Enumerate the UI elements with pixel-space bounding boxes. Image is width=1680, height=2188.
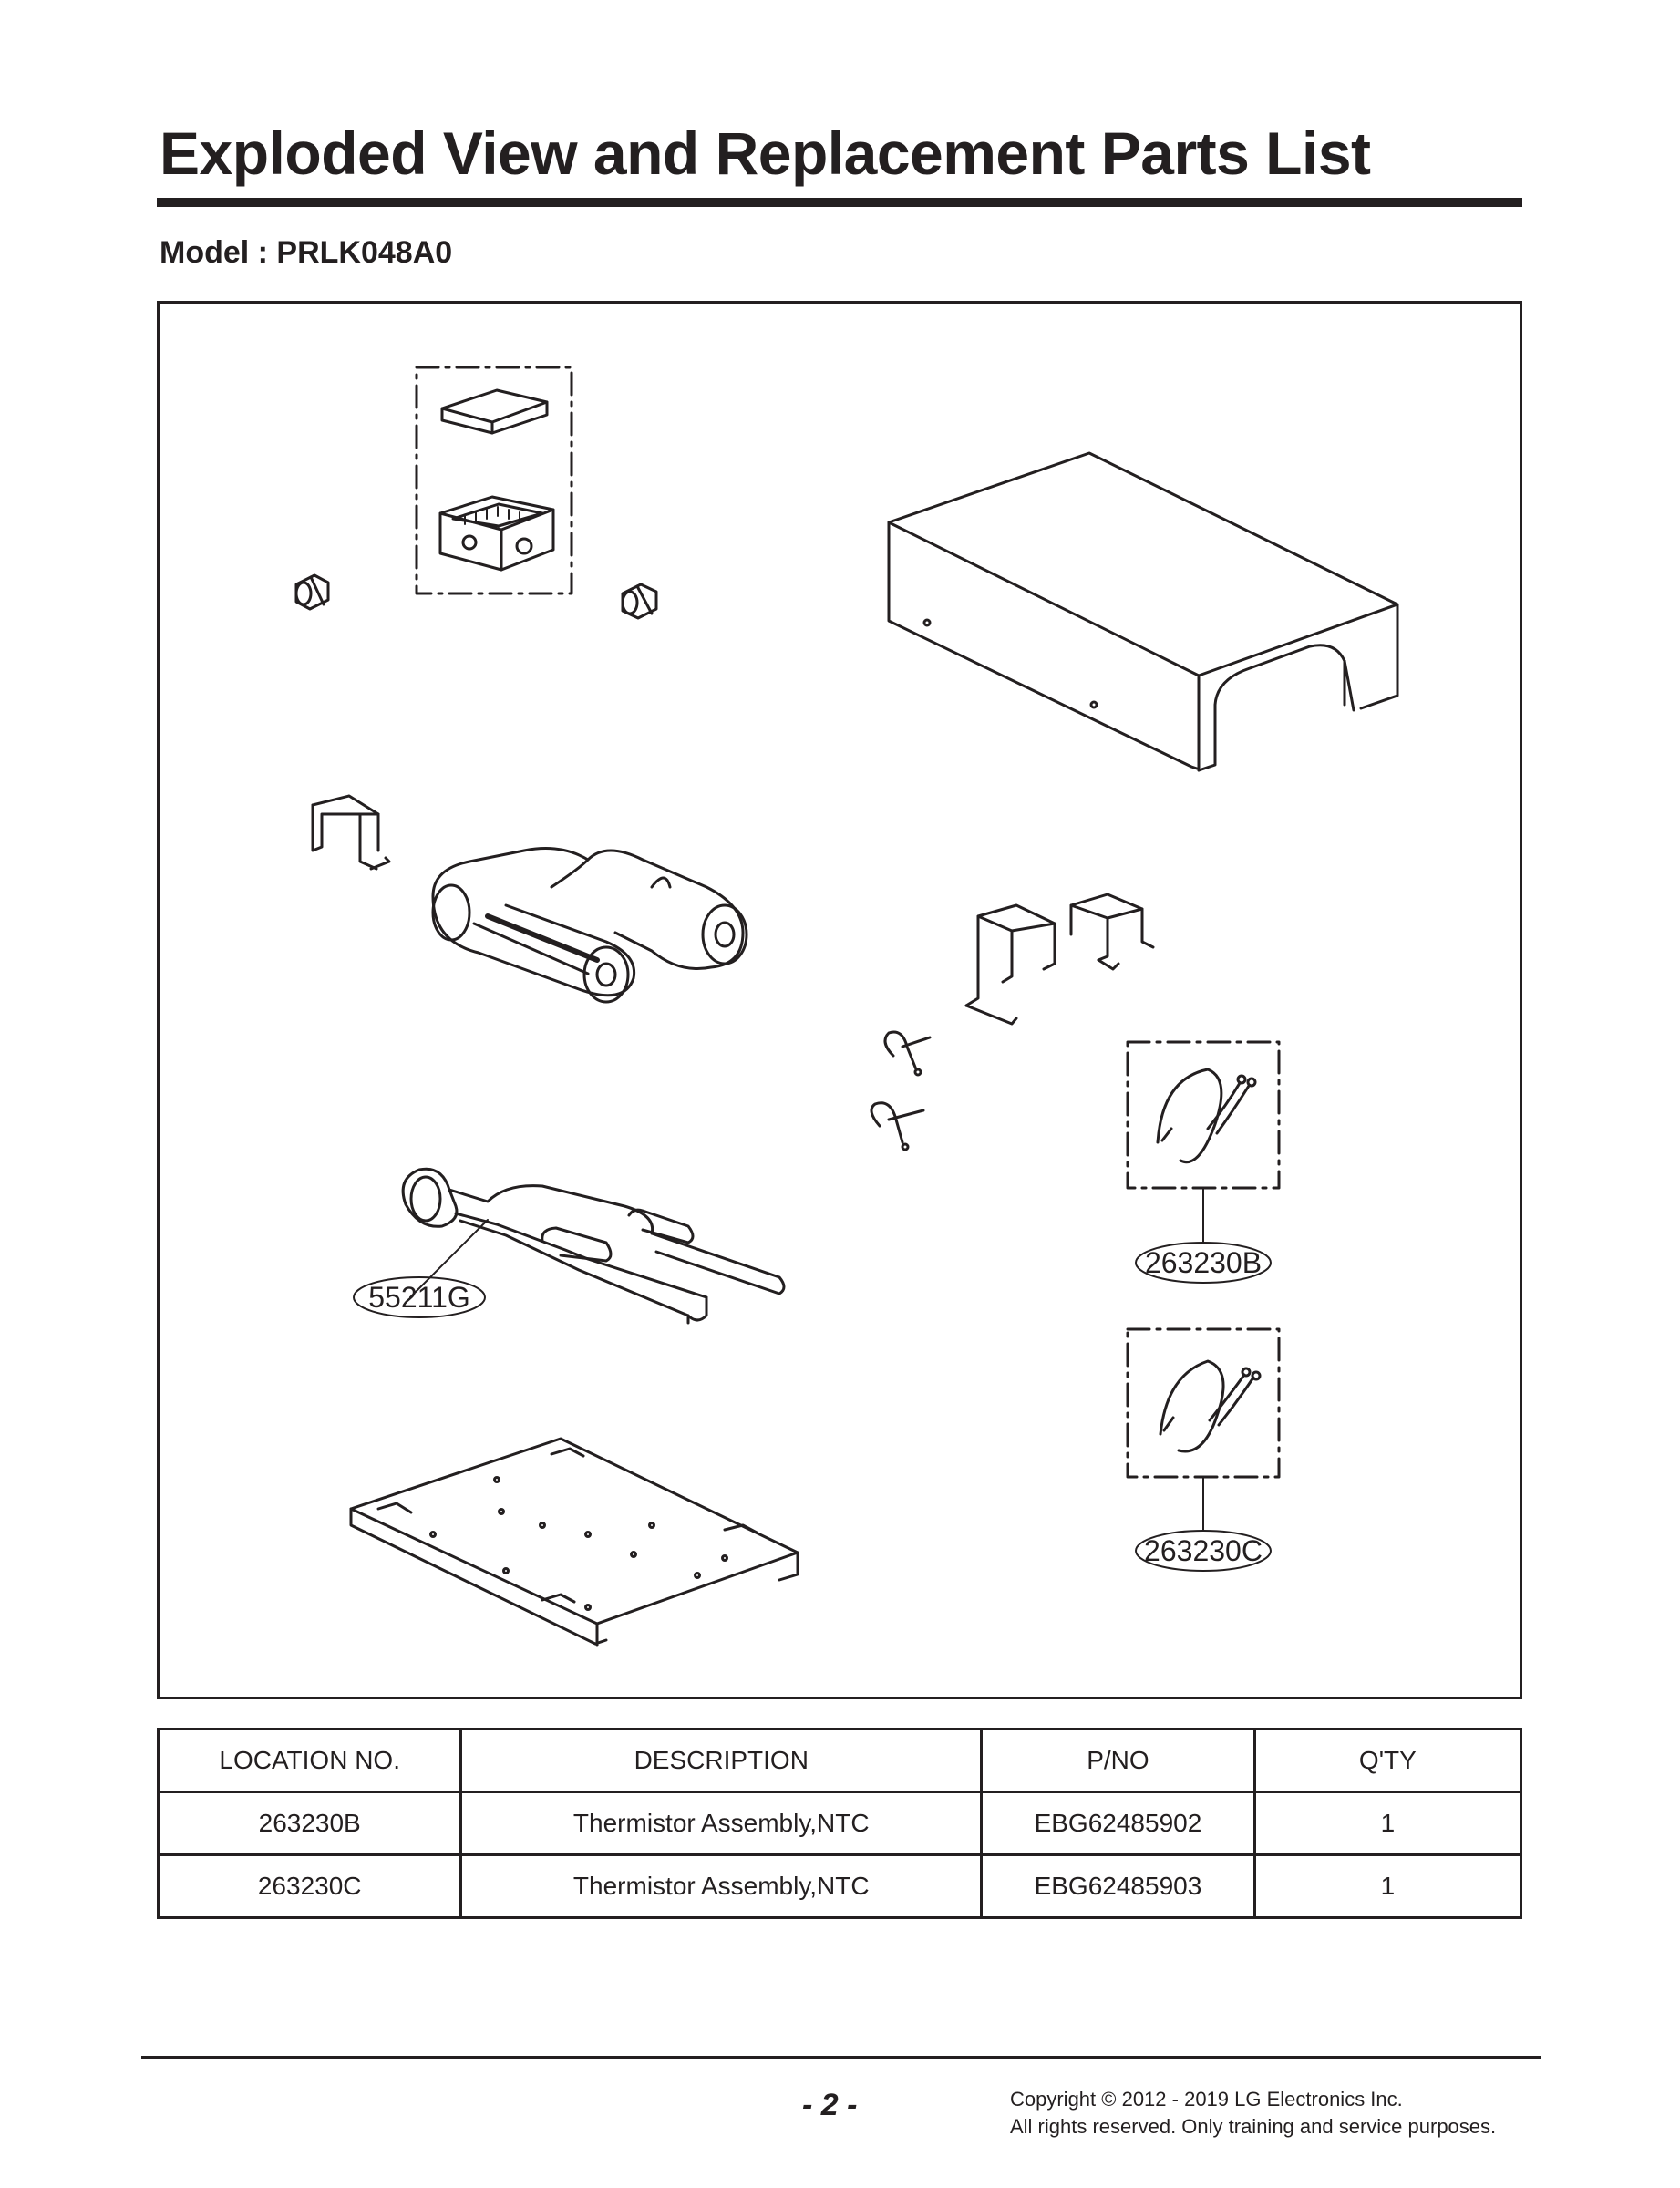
table-cell: Thermistor Assembly,NTC: [459, 1853, 984, 1919]
bracket-left: [311, 794, 391, 871]
table-cell: 263230C: [156, 1853, 463, 1919]
table-cell: 263230B: [156, 1791, 463, 1856]
bracket-right-2: [1069, 893, 1155, 971]
title-underline: [157, 198, 1522, 207]
parts-list-table: LOCATION NO. DESCRIPTION P/NO Q'TY 26323…: [156, 1728, 1523, 1919]
table-cell: EBG62485903: [980, 1853, 1256, 1919]
table-cell: 1: [1252, 1791, 1523, 1856]
column-header: Q'TY: [1252, 1728, 1523, 1793]
base-plate: [349, 1437, 799, 1647]
cable-gland-right: [621, 583, 658, 620]
table-cell: 1: [1252, 1853, 1523, 1919]
rights-line: All rights reserved. Only training and s…: [1010, 2115, 1497, 2138]
cover-panel: [887, 451, 1399, 772]
column-header: LOCATION NO.: [156, 1728, 463, 1793]
cable-gland-left: [294, 573, 330, 611]
cable-tie-2: [870, 1101, 925, 1151]
table-row: 263230C Thermistor Assembly,NTC EBG62485…: [156, 1853, 1523, 1919]
model-label: Model : PRLK048A0: [160, 235, 453, 270]
control-box-assembly: [415, 366, 573, 595]
page-number: - 2 -: [802, 2088, 858, 2122]
column-header: DESCRIPTION: [459, 1728, 984, 1793]
copyright-line: Copyright © 2012 - 2019 LG Electronics I…: [1010, 2088, 1403, 2111]
table-cell: EBG62485902: [980, 1791, 1256, 1856]
copyright-notice: Copyright © 2012 - 2019 LG Electronics I…: [1010, 2086, 1496, 2141]
table-cell: Thermistor Assembly,NTC: [459, 1791, 984, 1856]
pipe-insulation: [431, 847, 748, 1004]
cable-tie-1: [883, 1030, 932, 1077]
bracket-right-1: [964, 903, 1056, 1026]
column-header: P/NO: [980, 1728, 1256, 1793]
page-title: Exploded View and Replacement Parts List: [160, 119, 1371, 187]
table-row: 263230B Thermistor Assembly,NTC EBG62485…: [156, 1791, 1523, 1856]
footer-rule: [141, 2056, 1541, 2059]
thermistor-b-drawing: [1126, 1040, 1281, 1244]
thermistor-c-drawing: [1126, 1327, 1281, 1531]
callout-263230c: 263230C: [1144, 1534, 1263, 1567]
exploded-view-drawing: 55211G 263230B 263230C: [157, 301, 1522, 1699]
callout-55211g: 55211G: [368, 1281, 470, 1314]
callout-263230b: 263230B: [1145, 1246, 1262, 1279]
pipe-assembly-55211g: [401, 1167, 786, 1325]
table-header-row: LOCATION NO. DESCRIPTION P/NO Q'TY: [156, 1728, 1523, 1793]
